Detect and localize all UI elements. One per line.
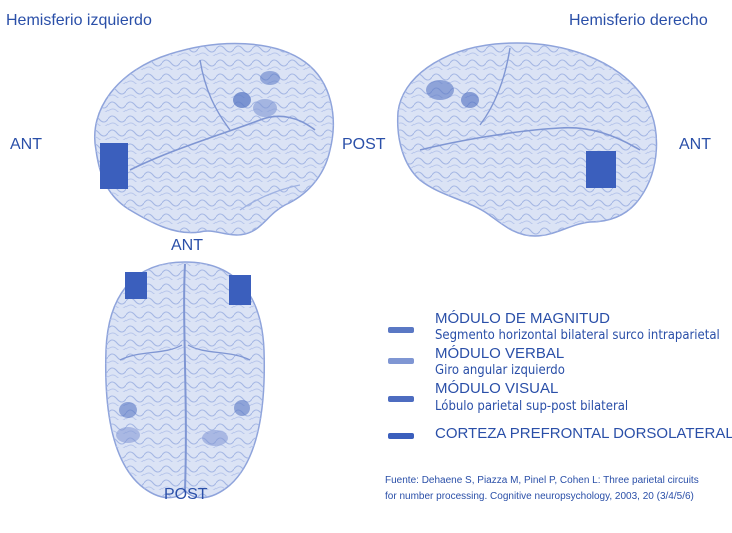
dorsal-ant-label: ANT	[171, 237, 203, 255]
legend-swatch-verbal	[388, 358, 414, 364]
legend-swatch-visual	[388, 396, 414, 402]
right-lateral-brain-shape	[398, 43, 657, 236]
right-prefrontal-marker	[586, 151, 616, 188]
legend-swatch-magnitud	[388, 327, 414, 333]
legend-swatch-prefrontal	[388, 433, 414, 439]
source-line-1: Fuente: Dehaene S, Piazza M, Pinel P, Co…	[385, 475, 732, 486]
legend-subtitle-verbal: Giro angular izquierdo	[435, 363, 565, 378]
legend-title-visual: MÓDULO VISUAL	[435, 380, 558, 397]
left-lateral-brain-shape	[95, 44, 334, 235]
dorsal-post-label: POST	[164, 486, 208, 504]
left-ant-label: ANT	[10, 136, 42, 154]
legend-title-verbal: MÓDULO VERBAL	[435, 345, 564, 362]
left-prefrontal-marker	[100, 143, 128, 189]
right-ant-label: ANT	[679, 136, 711, 154]
legend-title-magnitud: MÓDULO DE MAGNITUD	[435, 310, 610, 327]
dorsal-left-prefrontal-marker	[125, 272, 147, 299]
left-post-label: POST	[342, 136, 386, 154]
legend-title-prefrontal: CORTEZA PREFRONTAL DORSOLATERAL	[435, 425, 732, 442]
legend-subtitle-magnitud: Segmento horizontal bilateral surco intr…	[435, 328, 720, 343]
legend-subtitle-visual: Lóbulo parietal sup-post bilateral	[435, 399, 628, 414]
dorsal-right-prefrontal-marker	[229, 275, 251, 305]
source-line-2: for number processing. Cognitive neurops…	[385, 491, 732, 502]
